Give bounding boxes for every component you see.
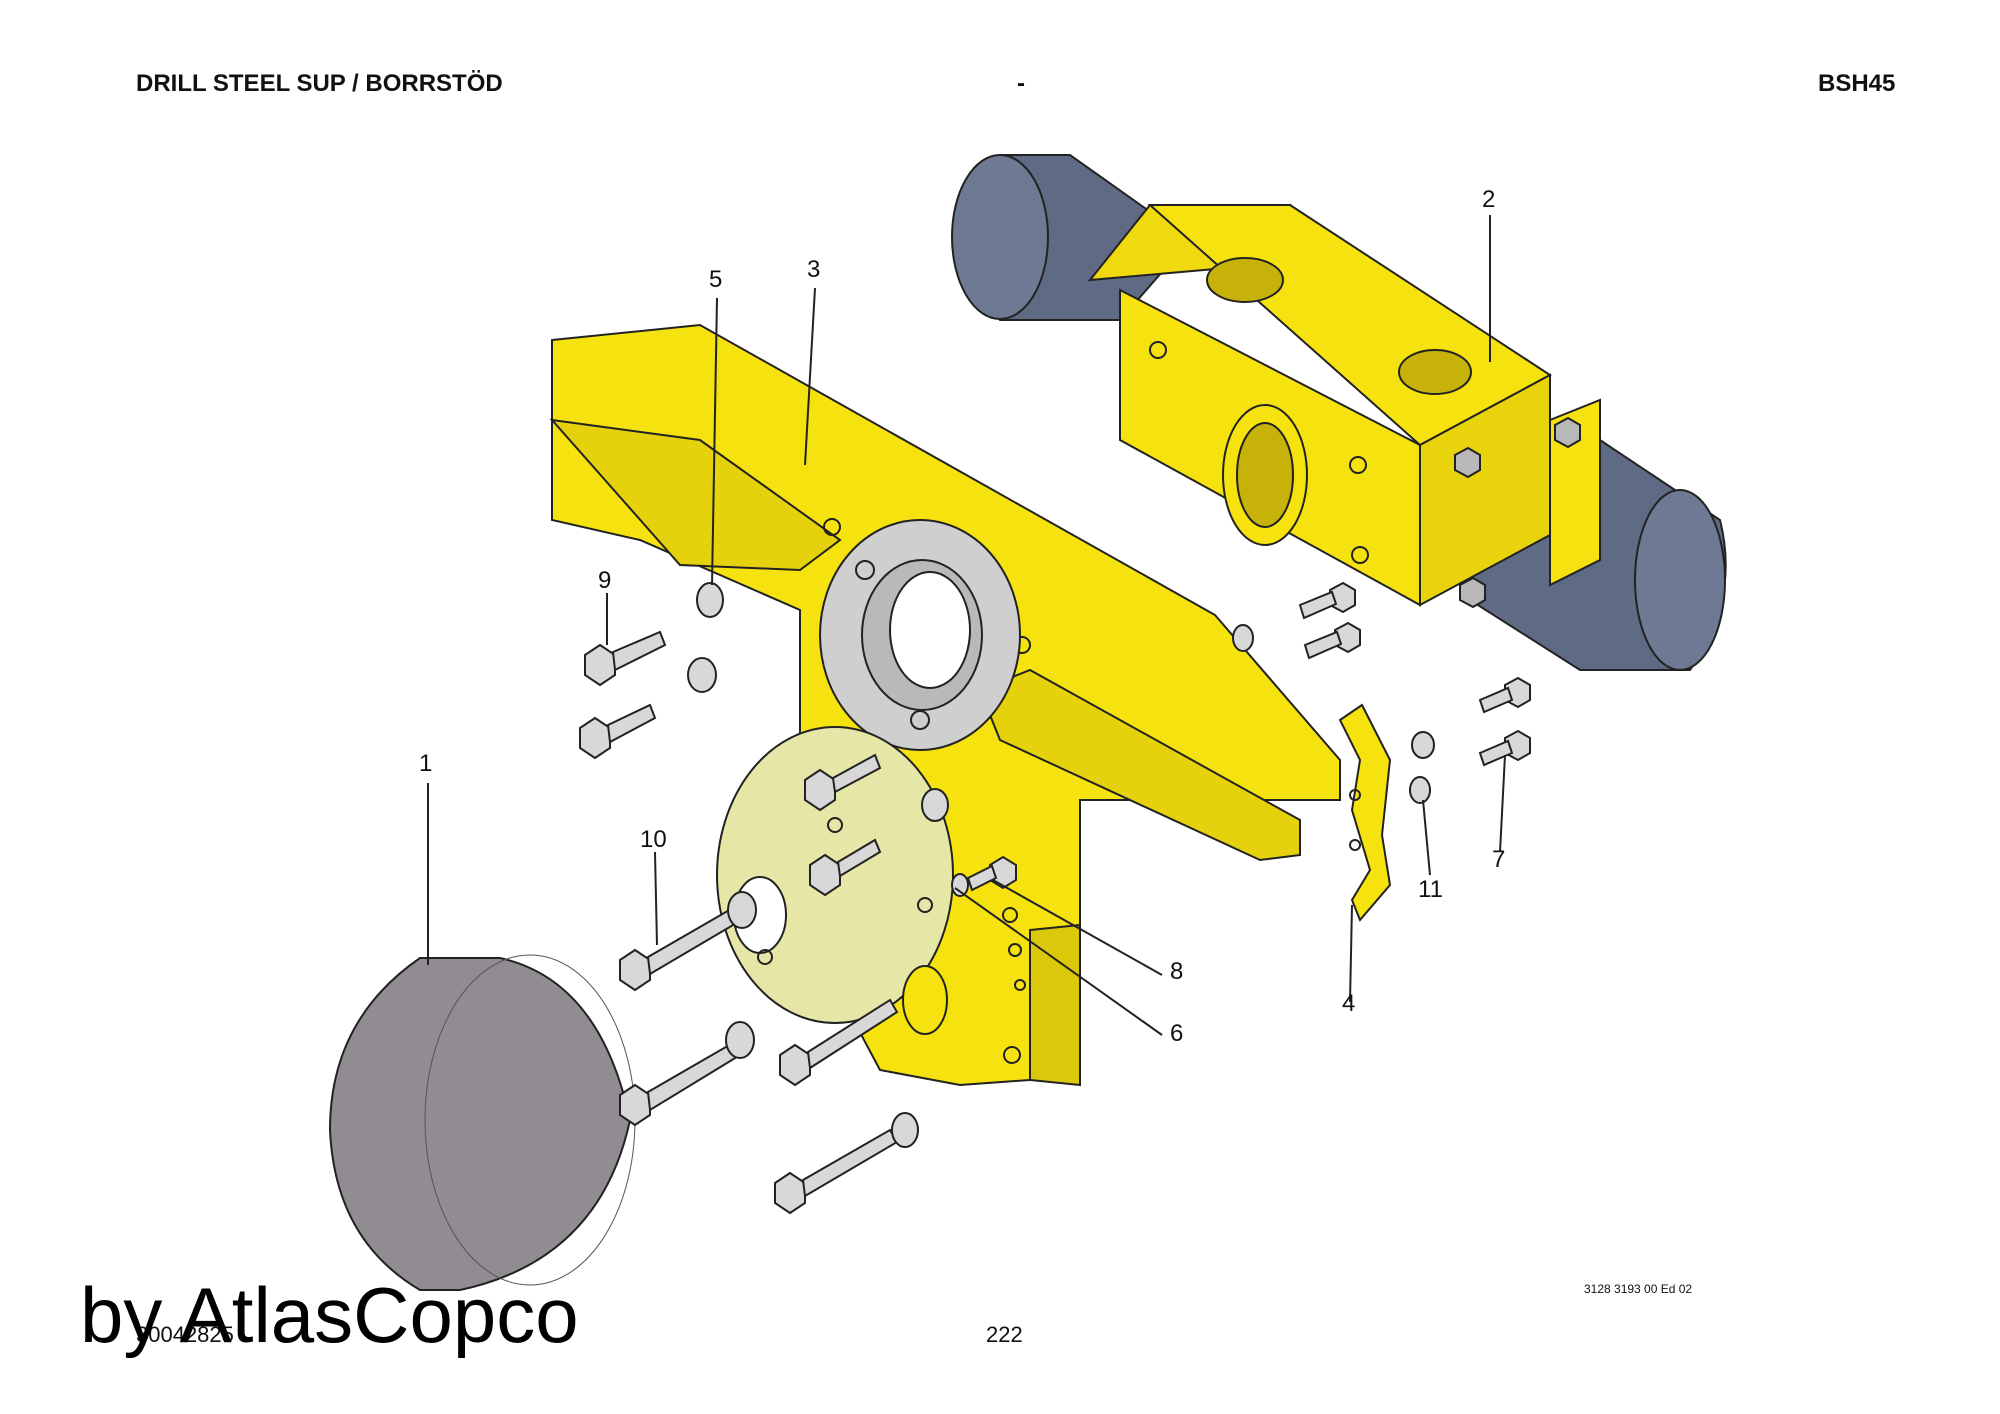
clamp-bracket (1338, 703, 1392, 922)
callout-9: 9 (598, 567, 612, 594)
callout-10: 10 (640, 826, 667, 853)
callout-4: 4 (1342, 990, 1356, 1017)
washer-6 (951, 873, 969, 897)
callout-1: 1 (419, 750, 433, 777)
page-number: 222 (986, 1322, 1023, 1347)
callout-7: 7 (1492, 846, 1506, 873)
callout-8: 8 (1170, 958, 1184, 985)
callout-5: 5 (709, 266, 723, 293)
bolt-head-10d (774, 1171, 806, 1215)
bolt-head-mid-plate (809, 853, 841, 897)
drill-steel-support-cylinder-unit (951, 154, 1727, 671)
watermark-text: by AtlasCopco (80, 1271, 579, 1359)
bolt-head-10a (619, 948, 651, 992)
header-model: BSH45 (1818, 70, 1896, 97)
document-reference: 3128 3193 00 Ed 02 (1584, 1282, 1693, 1296)
callout-6: 6 (1170, 1020, 1184, 1047)
header-title: DRILL STEEL SUP / BORRSTÖD (136, 70, 503, 97)
grey-ring-flange (819, 519, 1021, 751)
callout-3: 3 (807, 256, 821, 283)
washer-11b (1409, 776, 1431, 804)
washer-11a (1411, 731, 1435, 759)
washer-upper-right (1232, 624, 1254, 652)
bolt-head-10c (779, 1043, 811, 1087)
callout-2: 2 (1482, 186, 1496, 213)
callout-leader-lines (427, 215, 1506, 1036)
callout-11: 11 (1418, 876, 1443, 903)
bolt-head-9a (584, 643, 616, 687)
washer-5 (696, 582, 724, 618)
cover-disc (328, 954, 636, 1291)
washer-9 (687, 657, 717, 693)
bolt-head-9b (579, 716, 611, 760)
washer-plate (921, 788, 949, 822)
bolts-and-washers (579, 581, 1531, 1215)
figure-id: 30042825 (136, 1322, 234, 1347)
bolt-head-10b (619, 1083, 651, 1127)
bolt-head-upper-plate (804, 768, 836, 812)
header-center: - (1017, 70, 1025, 97)
